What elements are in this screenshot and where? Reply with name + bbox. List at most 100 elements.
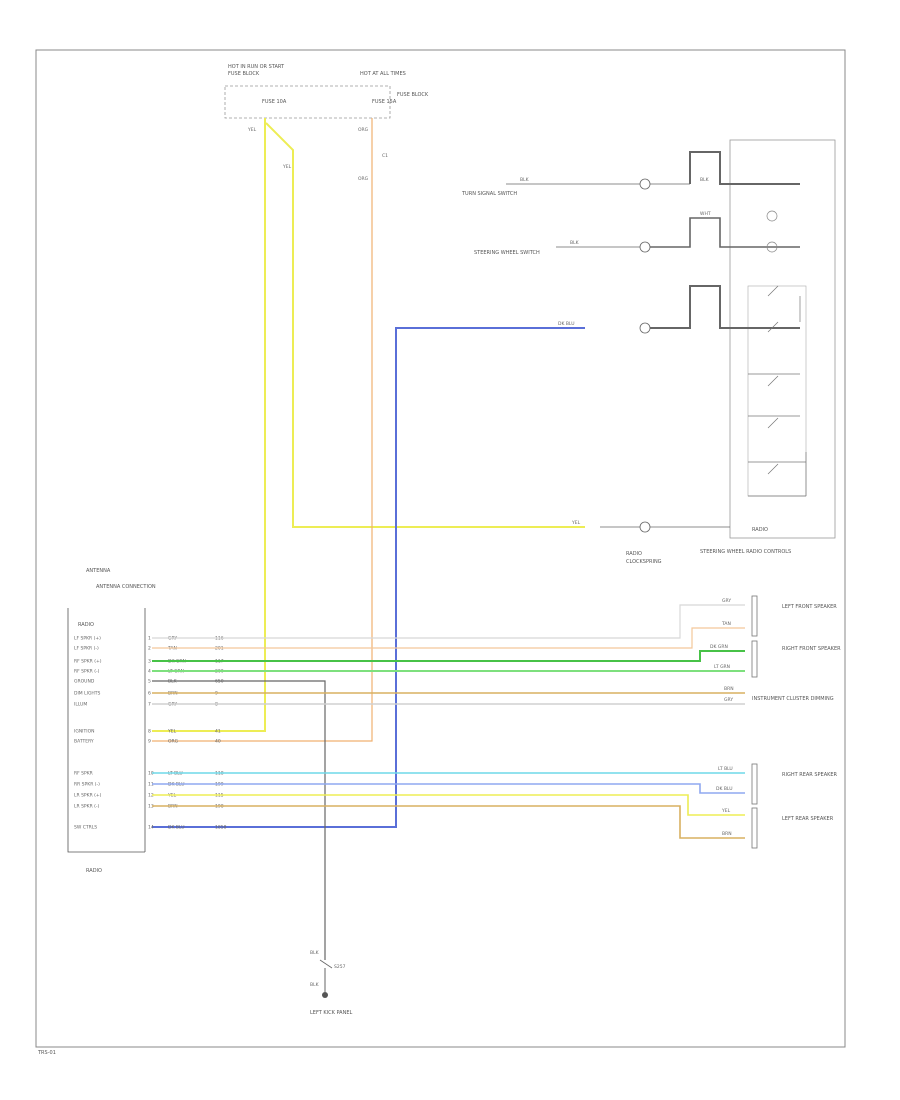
illum-label: INSTRUMENT CLUSTER DIMMING [752,696,834,702]
sw-row-1-wire: BLK [520,177,530,183]
clockspring-label: CLOCKSPRING [626,559,662,565]
orange-batt-wire [152,118,373,742]
sw-row-2-wire: BLK [570,240,580,246]
radio-pin-number: 14 [148,825,154,831]
yellow-ign-wire-branch [265,122,585,528]
radio-top-note: ANTENNA [86,568,111,574]
radio-pin-name: ILLUM [74,702,87,708]
lr-wire-2: BRN [722,831,732,837]
speakers: GRY TAN DK GRN LT GRN LEFT FRONT SPEAKER… [710,595,841,849]
sw-bottom-wire: YEL [571,520,581,526]
radio-pin-name: BATTERY [74,739,94,745]
ground-icon [322,992,328,998]
rr-wire-2: DK BLU [716,786,733,792]
fuse-left-wire: YEL [247,127,257,133]
switch-ladder [748,285,807,497]
illum-wire-1: BRN [724,686,734,692]
ground-label: LEFT KICK PANEL [310,1010,353,1016]
ground-point: BLK S257 BLK LEFT KICK PANEL [310,950,353,1016]
feed-wires [152,118,585,828]
radio-pin-number: 3 [148,659,151,665]
radio-pin-name: GROUND [74,679,95,685]
fuse-right-title: HOT AT ALL TIMES [360,71,406,77]
lf-wire-1: GRY [722,598,731,604]
radio-pin-color: ORG [168,739,179,745]
rr-wire-1: LT BLU [718,766,733,772]
radio-pin-name: RF SPKR (+) [74,659,102,665]
illum-wire-2: GRY [724,697,733,703]
radio-top-note-2: ANTENNA CONNECTION [96,584,156,590]
fuse-right-note: FUSE BLOCK [397,92,429,98]
fuse-left-label: FUSE 10A [262,99,287,105]
radio-pin-number: 4 [148,669,151,675]
rf-wire-1: DK GRN [710,644,728,650]
radio-box-label: RADIO [78,622,94,628]
sw-row-2-label: STEERING WHEEL SWITCH [474,250,540,256]
wire-lf-neg [152,627,745,649]
radio-pin-name: SW CTRLS [74,825,97,831]
ground-wire-top: BLK [310,950,320,956]
wire-lr-pos [152,794,745,816]
radio-pin-name: LF SPKR (+) [74,636,101,642]
ground-wire-bottom: BLK [310,982,320,988]
radio-pin-color: DK BLU [168,825,185,831]
fuse-right-wire2: ORG [358,176,369,182]
radio-pin-number: 6 [148,691,151,697]
fuse-right-label: FUSE 15A [372,99,397,105]
sw-row-3: DK BLU [558,285,800,334]
sw-row-1-label: TURN SIGNAL SWITCH [461,191,517,197]
fuse-right-wire: ORG [358,127,369,133]
ground-splice: S257 [334,964,346,970]
radio-pin-name: RF SPKR (-) [74,669,100,675]
radio-pin-circuit: 40 [215,739,221,745]
radio-pin-name: RF SPKR [74,771,93,777]
sw-controls-label: STEERING WHEEL RADIO CONTROLS [700,549,791,555]
sw-row-2: STEERING WHEEL SWITCH BLK [474,210,800,256]
right-front-speaker: RIGHT FRONT SPEAKER [782,646,841,652]
radio-pin-number: 11 [148,782,154,788]
radio-pin-color: YEL [167,729,177,735]
rf-wire-2: LT GRN [714,664,730,670]
radio-pin-name: LF SPKR (-) [74,646,99,652]
radio-pin-number: 2 [148,646,151,652]
sw-row-3-wire: DK BLU [558,321,575,327]
sw-bottom-connector: YEL RADIO CLOCKSPRING [571,520,730,565]
radio-pin-name: RR SPKR (-) [74,782,100,788]
footer-code: TRS-01 [37,1050,56,1056]
radio-pin-number: 5 [148,679,151,685]
radio-pin-name: IGNITION [74,729,95,735]
wire-rr-neg [152,783,745,794]
radio-pin-number: 10 [148,771,154,777]
radio-pin-number: 8 [148,729,151,735]
sw-wire-a: BLK [700,177,710,183]
lf-wire-2: TAN [721,621,731,627]
wire-lr-neg [152,805,745,839]
speaker-wires [152,604,745,960]
blue-swctrl-wire [152,327,585,828]
fuse-block: HOT IN RUN OR START FUSE BLOCK HOT AT AL… [224,64,429,182]
sw-row-1: TURN SIGNAL SWITCH BLK [461,151,800,197]
radio-pin-number: 13 [148,804,154,810]
radio-title: RADIO [86,868,102,874]
fuse-left-title: HOT IN RUN OR START [228,64,285,70]
radio-pin-circuit: 1858 [215,825,227,831]
radio-pin-name: DIM LIGHTS [74,691,101,697]
right-rear-speaker: RIGHT REAR SPEAKER [782,772,838,778]
wire-lf-pos [152,604,745,639]
sw-wire-b: WHT [700,211,711,217]
radio-pin-number: 1 [148,636,151,642]
sw-module-label: RADIO [752,527,768,533]
lr-wire-1: YEL [721,808,731,814]
steering-wheel-controls: STEERING WHEEL RADIO CONTROLS RADIO TURN… [461,139,836,565]
diagram-frame [35,49,846,1048]
radio-pin-name: LR SPKR (-) [74,804,100,810]
radio-pin-circuit: 41 [215,729,221,735]
sw-bottom-connector-label: RADIO [626,551,642,557]
wire-ground [152,680,326,960]
fuse-left-splice: YEL [282,164,292,170]
radio-pin-number: 9 [148,739,151,745]
left-front-speaker: LEFT FRONT SPEAKER [782,604,837,610]
fuse-left-subtitle: FUSE BLOCK [228,71,260,77]
